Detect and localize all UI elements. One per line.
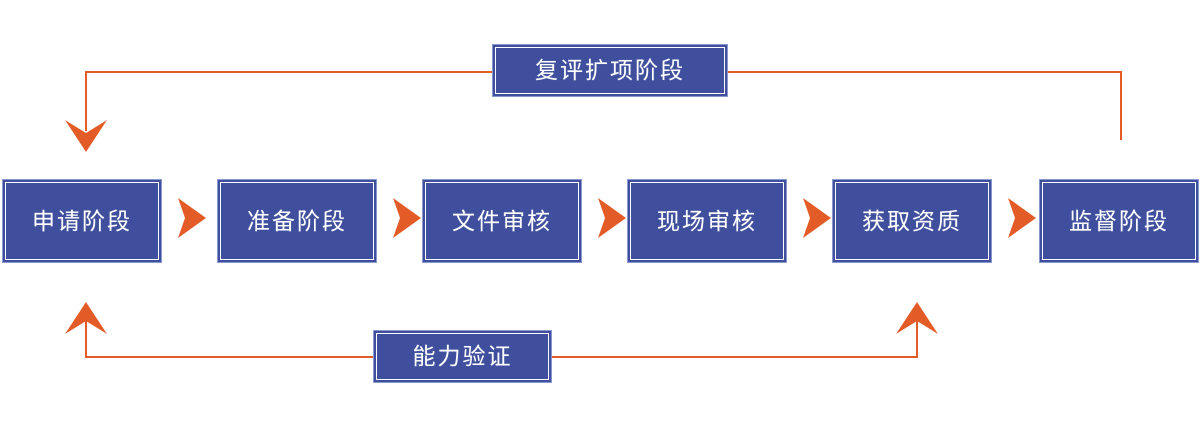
node-stage-site-audit[interactable]: 现场审核 bbox=[627, 179, 787, 263]
arrowhead-down-to-apply bbox=[63, 120, 109, 152]
node-stage-supervise[interactable]: 监督阶段 bbox=[1039, 179, 1199, 263]
node-proficiency-testing-label: 能力验证 bbox=[412, 343, 513, 369]
node-stage-apply[interactable]: 申请阶段 bbox=[2, 179, 162, 263]
connector-bottom-right-vertical bbox=[916, 320, 918, 358]
chevron-right-icon-3 bbox=[594, 196, 628, 240]
chevron-right-icon-1 bbox=[174, 196, 208, 240]
connector-top-right-vertical bbox=[1120, 72, 1122, 140]
node-stage-prepare-label: 准备阶段 bbox=[247, 207, 347, 234]
connector-bottom-left-vertical bbox=[85, 320, 87, 358]
node-stage-doc-review[interactable]: 文件审核 bbox=[422, 179, 582, 263]
arrowhead-up-to-apply bbox=[63, 302, 109, 334]
node-stage-qualify[interactable]: 获取资质 bbox=[832, 179, 992, 263]
connector-top-left-vertical bbox=[85, 71, 87, 131]
node-stage-apply-label: 申请阶段 bbox=[32, 207, 132, 234]
arrowhead-up-to-qualify bbox=[894, 302, 940, 334]
chevron-right-icon-5 bbox=[1004, 196, 1038, 240]
node-stage-supervise-label: 监督阶段 bbox=[1069, 207, 1169, 234]
node-stage-site-audit-label: 现场审核 bbox=[657, 207, 757, 234]
node-stage-qualify-label: 获取资质 bbox=[862, 207, 962, 234]
chevron-right-icon-2 bbox=[389, 196, 423, 240]
node-reassessment[interactable]: 复评扩项阶段 bbox=[492, 44, 728, 97]
node-proficiency-testing[interactable]: 能力验证 bbox=[373, 330, 552, 383]
node-stage-prepare[interactable]: 准备阶段 bbox=[217, 179, 377, 263]
node-stage-doc-review-label: 文件审核 bbox=[452, 207, 552, 234]
chevron-right-icon-4 bbox=[799, 196, 833, 240]
node-reassessment-label: 复评扩项阶段 bbox=[535, 57, 685, 83]
